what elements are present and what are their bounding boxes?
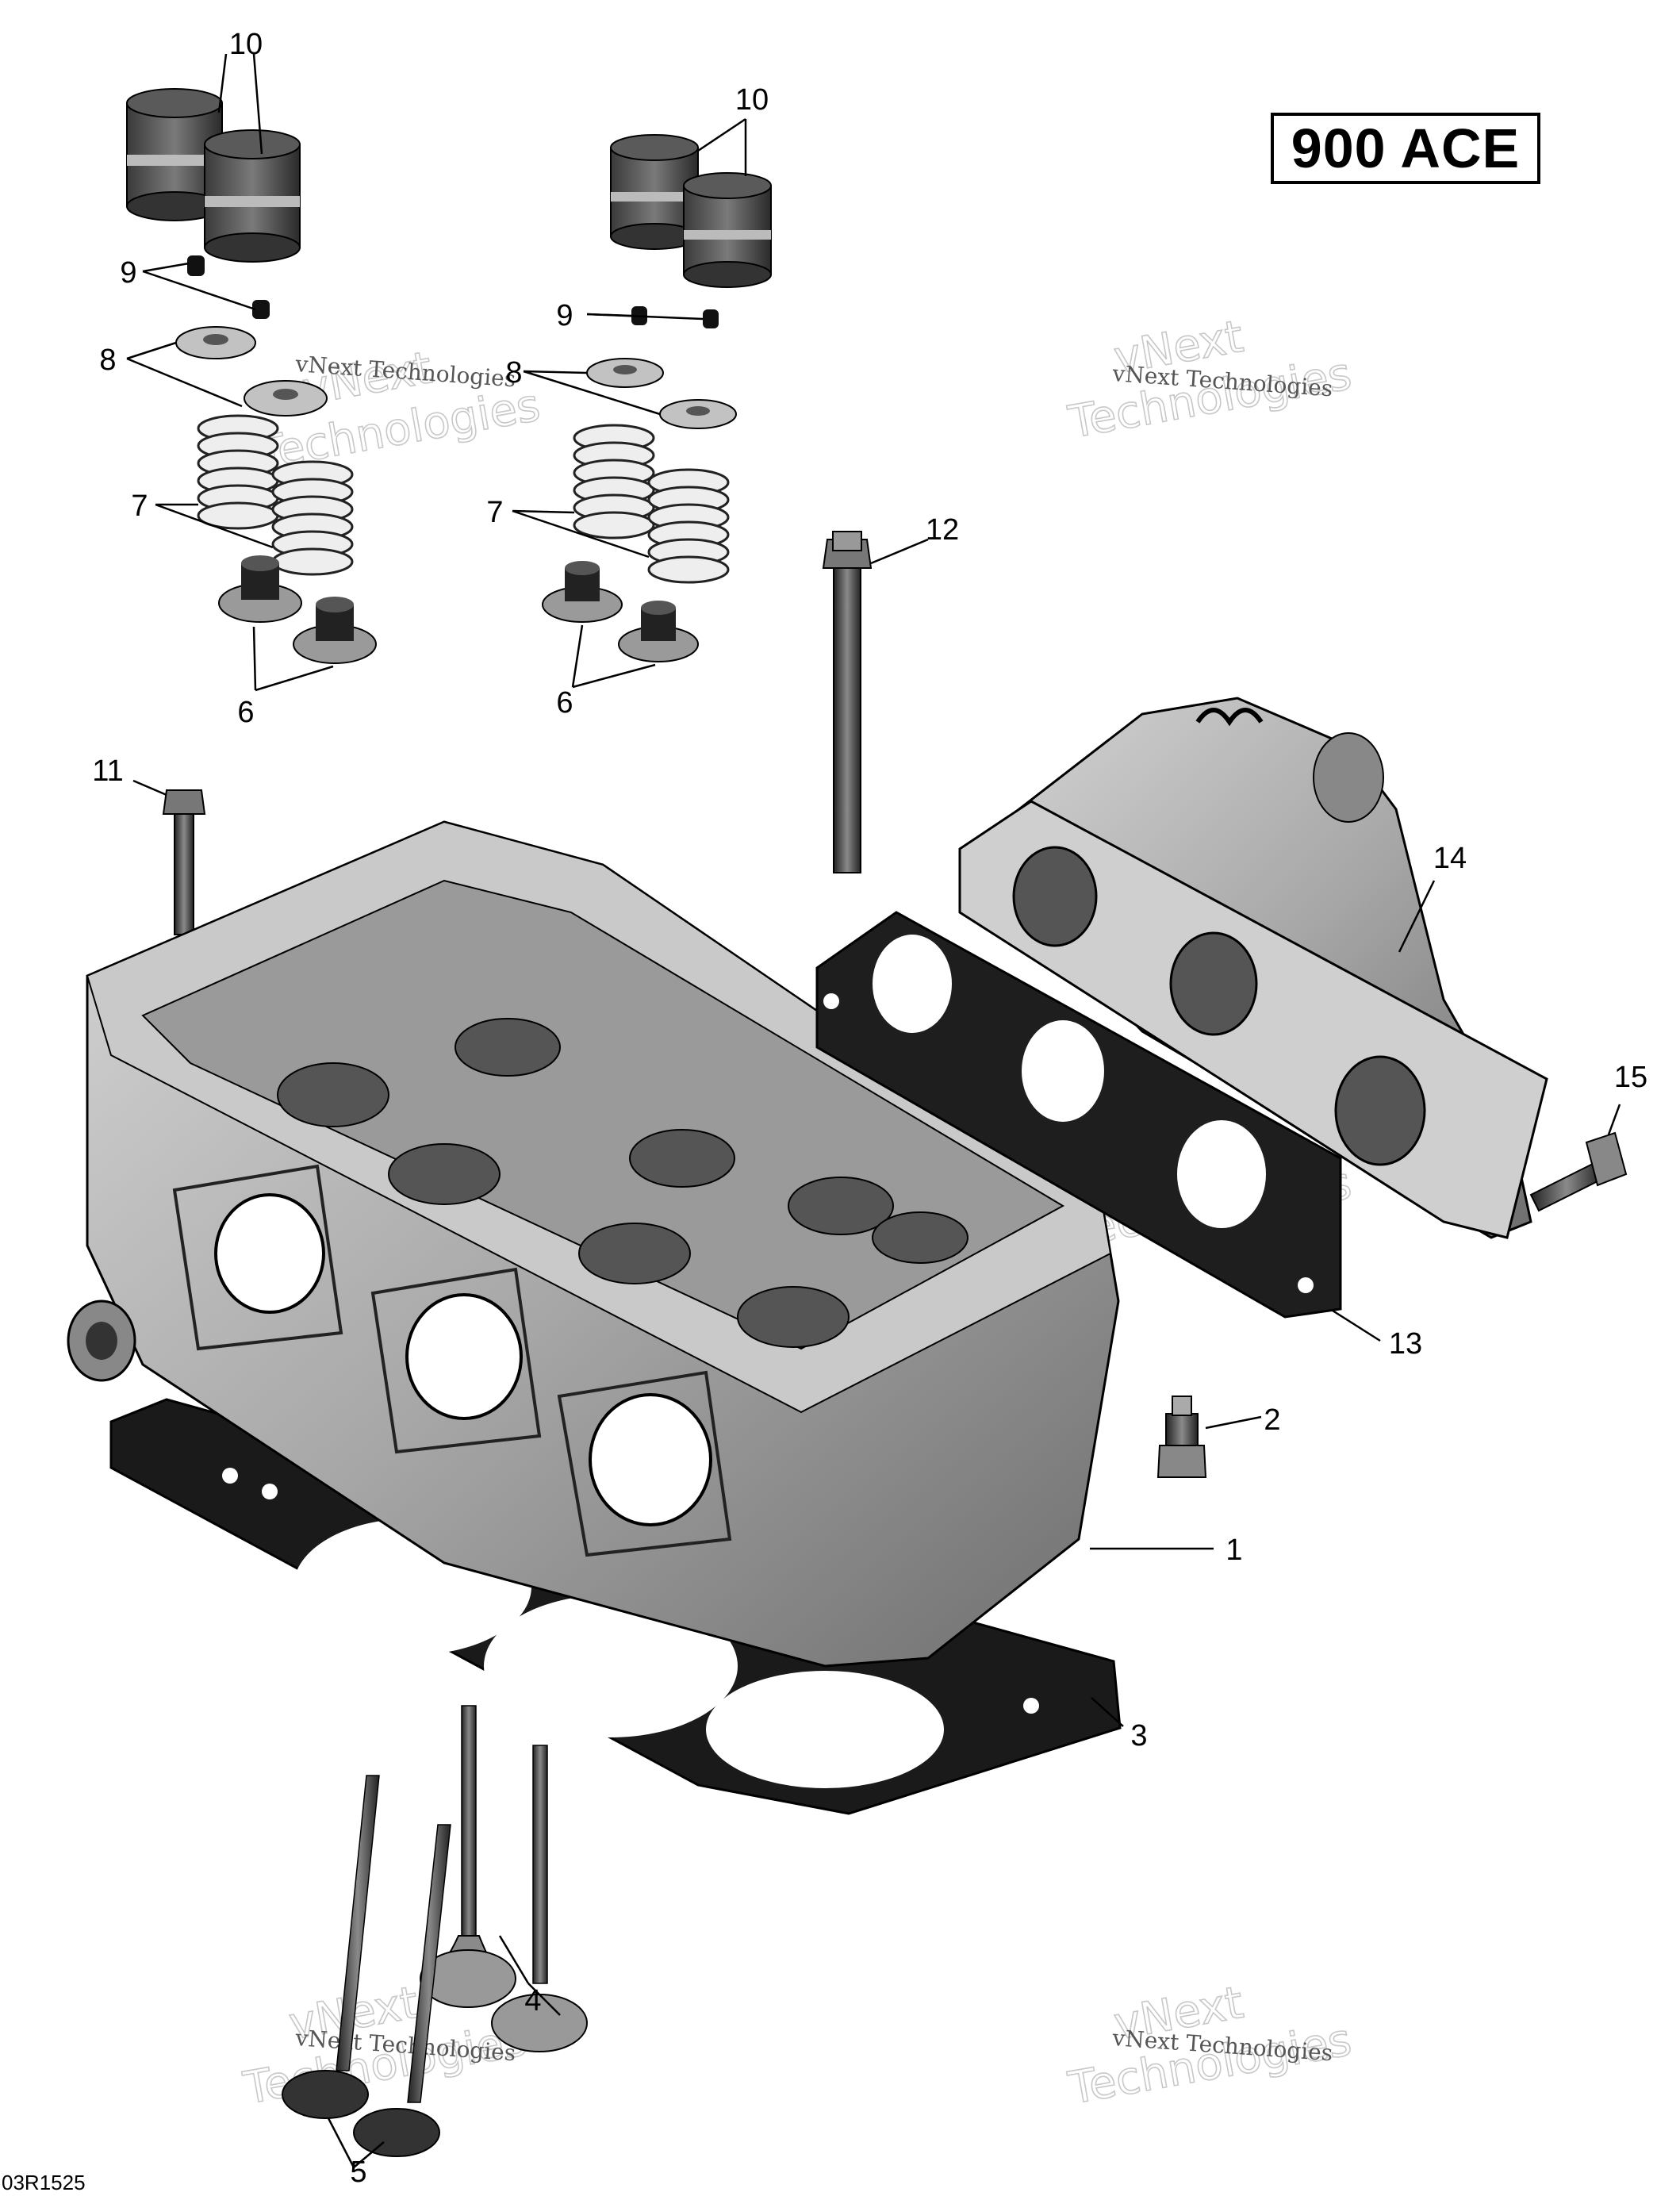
- part-7-springs: [197, 414, 730, 584]
- part-10-tappets-left: [126, 88, 301, 263]
- callout-8-left: 8: [99, 344, 116, 377]
- callout-14: 14: [1433, 842, 1467, 875]
- part-13-exhaust-gasket: [815, 911, 1342, 1319]
- callout-10-right: 10: [735, 83, 769, 117]
- part-8-retainers: [175, 326, 737, 429]
- callout-5: 5: [350, 2156, 366, 2189]
- callout-7-left: 7: [131, 489, 148, 523]
- diagram-code: 03R1525: [2, 2171, 86, 2192]
- part-4-valves-large: [420, 1705, 588, 2052]
- part-2-plug: [1156, 1396, 1207, 1478]
- callout-7-right: 7: [486, 496, 503, 529]
- part-5-valves-small: [282, 1775, 451, 2157]
- part-1-cylinder-head: [67, 820, 1120, 1668]
- model-title-box: 900 ACE: [1271, 113, 1540, 184]
- part-11-bolt: [162, 789, 206, 935]
- part-10-tappets-right: [610, 134, 772, 288]
- callout-labels: 10 10 9 9 8 8 7 7 6 6 11 12 14 15 13 2 1…: [92, 28, 1647, 2189]
- part-15-bolt: [1529, 1131, 1628, 1212]
- callout-6-left: 6: [237, 696, 254, 729]
- callout-3: 3: [1130, 1719, 1147, 1753]
- part-14-exhaust-manifold: [958, 697, 1548, 1239]
- part-9-keepers: [187, 255, 719, 328]
- callout-9-right: 9: [556, 299, 573, 332]
- leader-lines: [126, 53, 1621, 2168]
- callout-13: 13: [1389, 1327, 1422, 1361]
- part-6-valve-seals: [218, 555, 699, 664]
- callout-4: 4: [524, 1984, 541, 2017]
- callout-15: 15: [1614, 1061, 1647, 1094]
- callout-11: 11: [92, 754, 123, 788]
- callout-10-left: 10: [229, 28, 263, 61]
- callout-6-right: 6: [556, 686, 573, 720]
- callout-2: 2: [1264, 1403, 1280, 1437]
- part-12-cylinder-head-bolt: [822, 531, 873, 873]
- callout-8-right: 8: [505, 356, 522, 390]
- callout-12: 12: [926, 513, 959, 547]
- callout-9-left: 9: [120, 256, 136, 290]
- callout-1: 1: [1225, 1534, 1242, 1567]
- model-title: 900 ACE: [1291, 117, 1521, 179]
